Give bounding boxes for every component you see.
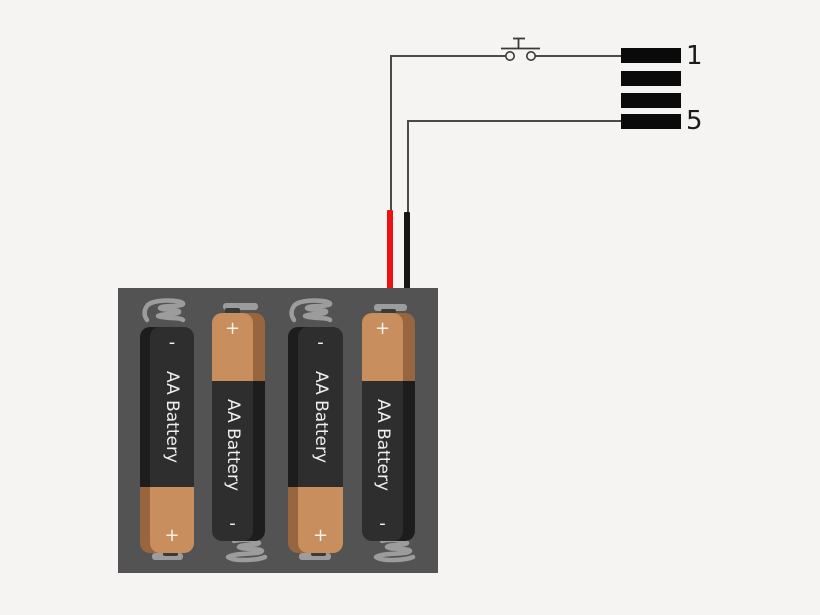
connector-pin-bar-4 [621,114,681,129]
pin-label-5: 5 [686,106,703,136]
positive-lead-wire [387,210,393,292]
spring-icon [373,537,416,563]
connector-pin-bar-3 [621,93,681,108]
polarity-sign-bottom: + [164,525,180,546]
battery-label: AA Battery [372,399,393,492]
polarity-sign-top: + [374,318,391,339]
battery-2: + AA Battery - [212,313,265,541]
polarity-sign-bottom: + [312,525,329,546]
pin-label-1: 1 [686,41,703,71]
battery-4: + AA Battery - [362,313,415,541]
wire-switch-to-pin1 [535,55,622,57]
wire-negative-vertical [407,120,409,213]
polarity-sign-bottom: - [229,513,236,534]
wire-positive-vertical [390,55,392,211]
polarity-sign-top: + [224,318,241,339]
battery-body: - AA Battery + [150,327,194,553]
push-button-switch-icon [501,37,540,61]
contact-plate [299,553,331,560]
negative-lead-wire [404,212,410,292]
polarity-sign-top: - [168,332,176,353]
polarity-sign-top: - [317,332,324,353]
battery-terminal-nub [225,308,240,316]
wire-positive-horizontal-to-switch [390,55,506,57]
battery-label: AA Battery [222,399,243,492]
battery-3: - AA Battery + [288,327,343,553]
wire-negative-horizontal-to-pin5 [407,120,622,122]
contact-plate [152,553,183,560]
battery-body: - AA Battery + [298,327,343,553]
battery-label: AA Battery [310,371,331,464]
spring-icon [225,537,268,563]
battery-body: + AA Battery - [362,313,403,541]
spring-icon [289,298,333,323]
battery-body: + AA Battery - [212,313,253,541]
spring-icon [142,298,186,323]
battery-1: - AA Battery + [140,327,194,553]
battery-holder: - AA Battery + + AA Battery - - AA Batte… [118,288,438,573]
connector-pin-bar-1 [621,48,681,63]
contact-plate [223,303,258,310]
polarity-sign-bottom: - [379,513,386,534]
connector-pin-bar-2 [621,71,681,86]
battery-label: AA Battery [162,371,182,464]
contact-plate [374,304,407,311]
